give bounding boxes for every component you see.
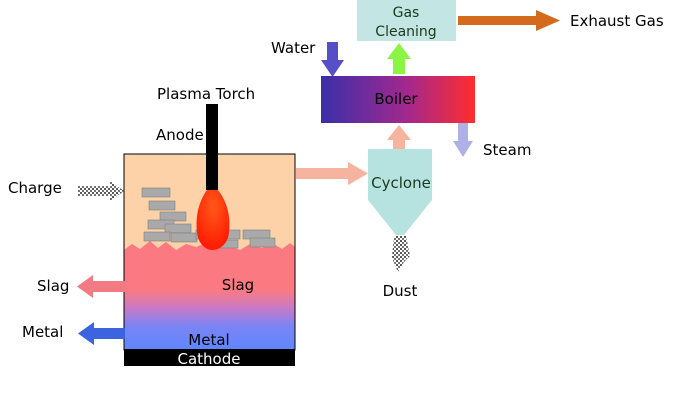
anode-label: Anode [156,126,204,144]
cyclone-label: Cyclone [371,174,431,192]
charge-label: Charge [8,179,62,197]
furnace: Slag Metal [123,104,296,351]
slag-out-label: Slag [37,277,69,295]
metal-out-label: Metal [22,323,63,341]
metal-out-arrow [78,322,125,345]
metal-zone-label: Metal [188,331,229,349]
cathode: Cathode [124,349,295,368]
charge-arrow [78,181,124,201]
gas-cleaning-label-line2: Cleaning [375,24,436,40]
gas-cleaning-label-line1: Gas [393,5,420,21]
water-arrow [321,42,344,77]
boiler: Boiler [321,76,475,123]
water-label: Water [271,39,316,57]
steam-arrow [453,123,473,157]
furnace-to-cyclone-arrow [296,162,368,185]
cyclone: Cyclone [368,149,432,235]
exhaust-gas-arrow [458,10,560,31]
plasma-torch-rod [206,104,218,190]
dust-stream [392,236,410,272]
gas-up-arrow [387,43,411,74]
slag-out-arrow [77,275,125,298]
dust-label: Dust [383,282,418,300]
cathode-label: Cathode [178,350,241,368]
slag-zone-label: Slag [222,276,254,294]
exhaust-gas-label: Exhaust Gas [570,12,664,30]
boiler-label: Boiler [374,90,418,108]
cyclone-to-boiler-arrow [387,125,411,150]
plasma-flame [196,184,230,250]
slag-metal-bath [124,241,295,350]
steam-label: Steam [483,141,531,159]
gas-cleaning-unit: Gas Cleaning [357,0,456,41]
plasma-torch-label: Plasma Torch [157,85,255,103]
